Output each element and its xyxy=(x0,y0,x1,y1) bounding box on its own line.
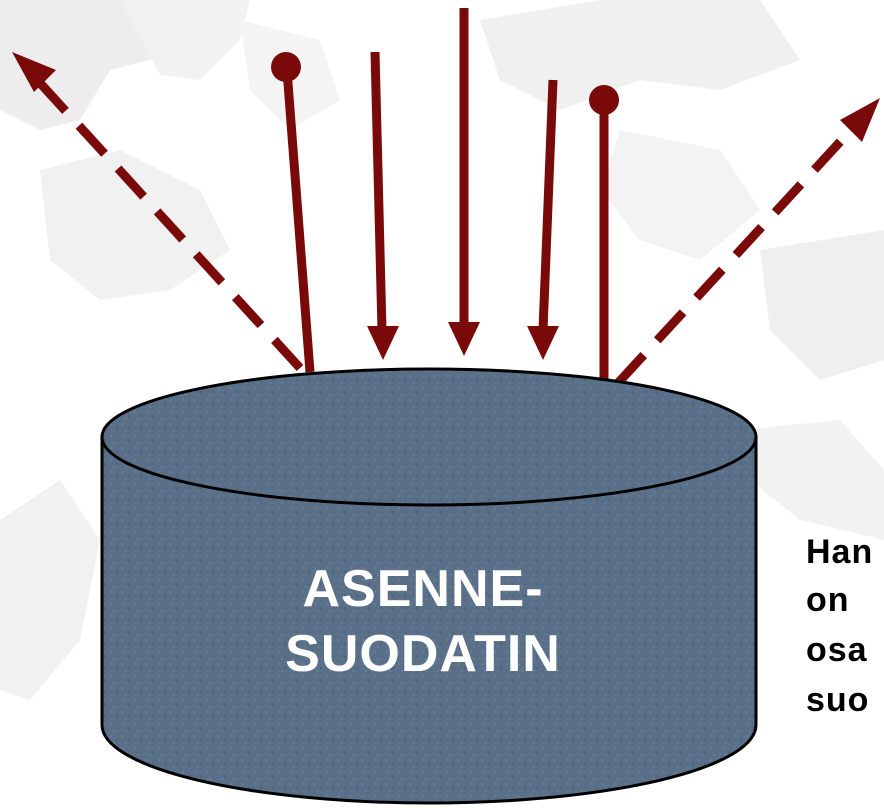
reflected-arrows xyxy=(26,68,866,387)
side-text-line2: on xyxy=(806,581,850,619)
blocked-arrows xyxy=(282,69,609,380)
blocked-arrow-ball-right xyxy=(589,85,619,115)
blocked-arrow-left xyxy=(282,69,315,373)
incoming-arrow-1 xyxy=(370,51,387,331)
side-text: Han on osa suo xyxy=(806,533,873,719)
side-text-line4: suo xyxy=(806,681,869,719)
reflected-arrow-right xyxy=(614,114,866,387)
incoming-arrowhead-3 xyxy=(527,326,559,360)
side-text-line1: Han xyxy=(806,533,873,571)
side-text-line3: osa xyxy=(806,631,868,669)
incoming-arrows xyxy=(370,8,558,331)
blocked-arrow-balls xyxy=(271,52,619,115)
incoming-arrow-3 xyxy=(538,79,558,331)
background-map xyxy=(0,0,884,700)
incoming-arrowhead-1 xyxy=(367,326,399,360)
blocked-arrow-ball-left xyxy=(271,52,301,82)
reflected-arrowheads xyxy=(12,52,880,142)
cylinder-body xyxy=(100,435,758,805)
cylinder-label-line1: ASENNE- xyxy=(302,560,543,618)
reflected-arrowhead-right xyxy=(840,98,880,142)
filter-cylinder: ASENNE- SUODATIN xyxy=(100,367,758,805)
cylinder-label-line2: SUODATIN xyxy=(285,625,561,683)
reflected-arrowhead-left xyxy=(12,52,56,92)
reflected-arrow-left xyxy=(26,68,304,372)
incoming-arrowheads xyxy=(367,322,559,360)
cylinder-top xyxy=(100,367,758,507)
incoming-arrowhead-2 xyxy=(448,322,480,356)
